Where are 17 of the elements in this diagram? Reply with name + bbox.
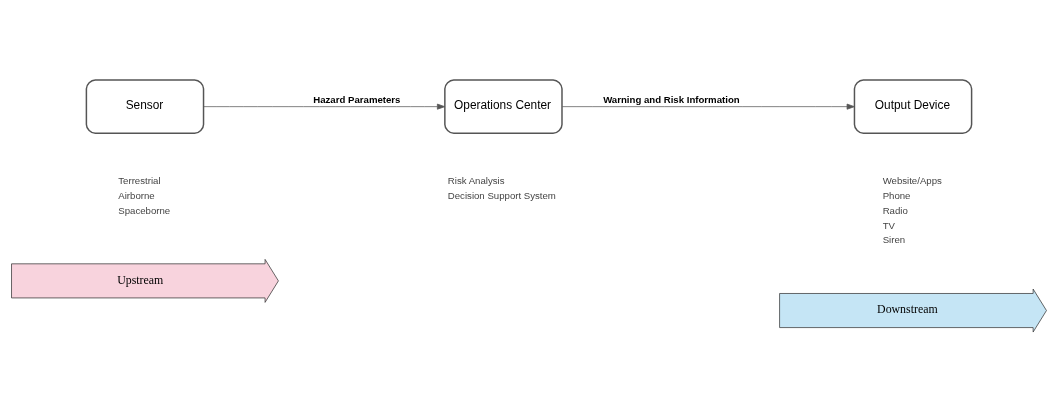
node-label: Decision Support System <box>447 189 556 201</box>
node-label: Terrestrial <box>118 175 161 187</box>
node-label: Spaceborne <box>118 204 171 216</box>
node-label: Siren <box>882 234 906 246</box>
node-box: Sensor <box>85 79 205 135</box>
edge-label: Warning and Risk Information <box>603 94 740 106</box>
node-label: Airborne <box>118 189 155 201</box>
node-box: Output Device <box>853 79 973 135</box>
node-label: Website/Apps <box>882 175 942 187</box>
node-box: Operations Center <box>444 79 563 135</box>
edge-label: Hazard Parameters <box>313 94 401 106</box>
arrow <box>203 103 446 110</box>
node-label: Risk Analysis <box>447 175 505 187</box>
node-label: TV <box>882 219 895 231</box>
node-label: Radio <box>882 204 908 216</box>
node-label: Phone <box>882 189 911 201</box>
arrow <box>561 103 855 110</box>
